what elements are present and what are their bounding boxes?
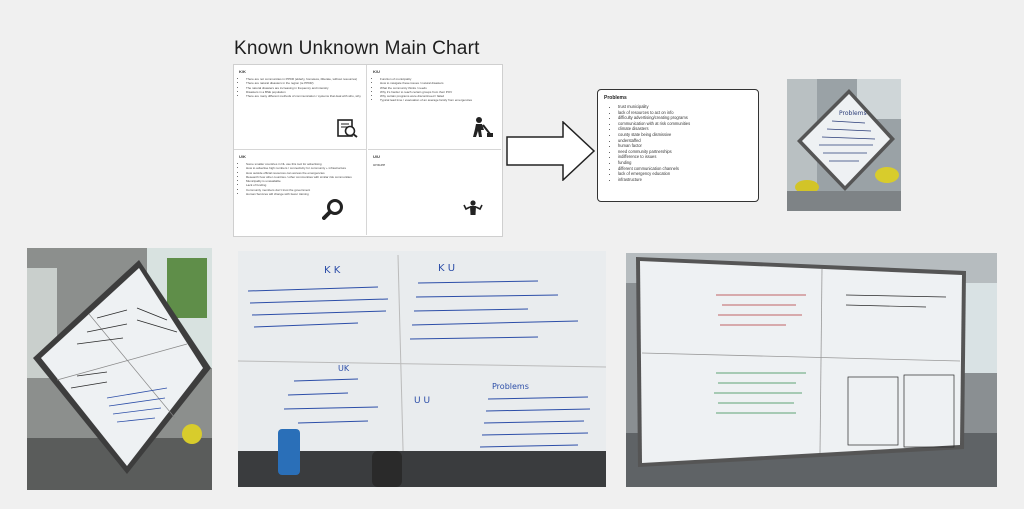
list-item: Why it's harder to reach certain groups … bbox=[380, 90, 496, 94]
list-item: different communication channels bbox=[618, 166, 752, 172]
quadrant-list: There are not communities in PPDR (elder… bbox=[239, 77, 361, 98]
problems-label: Problems bbox=[492, 382, 529, 391]
quadrant-known-unknown: K/U Function of municipality How to navi… bbox=[368, 65, 501, 150]
list-item: Research how other countries / other com… bbox=[246, 175, 361, 179]
quadrant-text: unsure bbox=[373, 162, 386, 167]
list-item: Function of municipality bbox=[380, 77, 496, 81]
worker-digging-icon bbox=[469, 116, 493, 143]
magnifier-icon bbox=[322, 198, 344, 225]
list-item: county state being dismissive bbox=[618, 132, 752, 138]
list-item: How to navigate these issues / natural d… bbox=[380, 81, 496, 85]
list-item: Community members don't trust the govern… bbox=[246, 188, 361, 192]
list-item: human factor bbox=[618, 143, 752, 149]
list-item: What the community thinks / needs bbox=[380, 86, 496, 90]
list-item: difficulty advertising/creating programs bbox=[618, 115, 752, 121]
photo-wide-whiteboard bbox=[626, 253, 997, 487]
list-item: There are natural disasters in the regio… bbox=[246, 81, 361, 85]
problems-list: trust municipality lack of resources to … bbox=[604, 104, 752, 182]
list-item: Human Services will change with fewer tr… bbox=[246, 192, 361, 196]
shrugging-person-icon bbox=[463, 200, 483, 221]
brain-book-icon bbox=[336, 116, 358, 143]
problems-title: Problems bbox=[604, 95, 627, 101]
quadrant-unknown-unknown: U/U unsure bbox=[368, 150, 501, 235]
list-item: Why certain programs were discontinued /… bbox=[380, 94, 496, 98]
list-item: need community partnerships bbox=[618, 149, 752, 155]
problems-box: Problems trust municipality lack of reso… bbox=[597, 89, 759, 202]
list-item: lack of resources to act on info bbox=[618, 110, 752, 116]
photo-main-whiteboard: K K K U U U UK Problems bbox=[238, 251, 606, 487]
known-unknown-chart: K/K There are not communities in PPDR (e… bbox=[233, 64, 503, 237]
list-item: infrastructure bbox=[618, 177, 752, 183]
quadrant-list: Some smaller countries in NL use this to… bbox=[239, 162, 361, 196]
quadrant-heading: K/U bbox=[373, 69, 380, 74]
list-item: How outside official resources can acces… bbox=[246, 171, 361, 175]
list-item: Some smaller countries in NL use this to… bbox=[246, 162, 361, 166]
quadrant-label-kk: K K bbox=[324, 265, 341, 276]
page-title: Known Unknown Main Chart bbox=[234, 38, 480, 59]
quadrant-heading: K/K bbox=[239, 69, 246, 74]
photo-diamond-whiteboard bbox=[27, 248, 212, 490]
quadrant-label-ku: K U bbox=[438, 263, 455, 274]
list-item: Lack of funding bbox=[246, 183, 361, 187]
list-item: Disasters in a BSE population bbox=[246, 90, 361, 94]
list-item: funding bbox=[618, 160, 752, 166]
list-item: How to advertise high numbers / connecti… bbox=[246, 166, 361, 170]
list-item: The natural disasters are increasing in … bbox=[246, 86, 361, 90]
quadrant-known-known: K/K There are not communities in PPDR (e… bbox=[234, 65, 367, 150]
list-item: There are not communities in PPDR (elder… bbox=[246, 77, 361, 81]
list-item: Municipality is unavailable bbox=[246, 179, 361, 183]
quadrant-label-uk: UK bbox=[338, 364, 350, 373]
right-arrow-icon bbox=[506, 120, 596, 186]
list-item: Typical lead time / evacuation of an ave… bbox=[380, 98, 496, 102]
list-item: trust municipality bbox=[618, 104, 752, 110]
quadrant-heading: U/K bbox=[239, 154, 246, 159]
list-item: communication with at risk communities bbox=[618, 121, 752, 127]
list-item: understaffed bbox=[618, 138, 752, 144]
list-item: climate disasters bbox=[618, 126, 752, 132]
photo-problems-whiteboard: Problems bbox=[787, 79, 901, 211]
list-item: indifference to issues bbox=[618, 154, 752, 160]
quadrant-heading: U/U bbox=[373, 154, 380, 159]
list-item: There are many different methods of comm… bbox=[246, 94, 361, 98]
quadrant-label-uu: U U bbox=[414, 396, 430, 406]
quadrant-unknown-known: U/K Some smaller countries in NL use thi… bbox=[234, 150, 367, 235]
whiteboard-label: Problems bbox=[839, 110, 867, 117]
list-item: lack of emergency education bbox=[618, 171, 752, 177]
quadrant-list: Function of municipality How to navigate… bbox=[373, 77, 496, 103]
